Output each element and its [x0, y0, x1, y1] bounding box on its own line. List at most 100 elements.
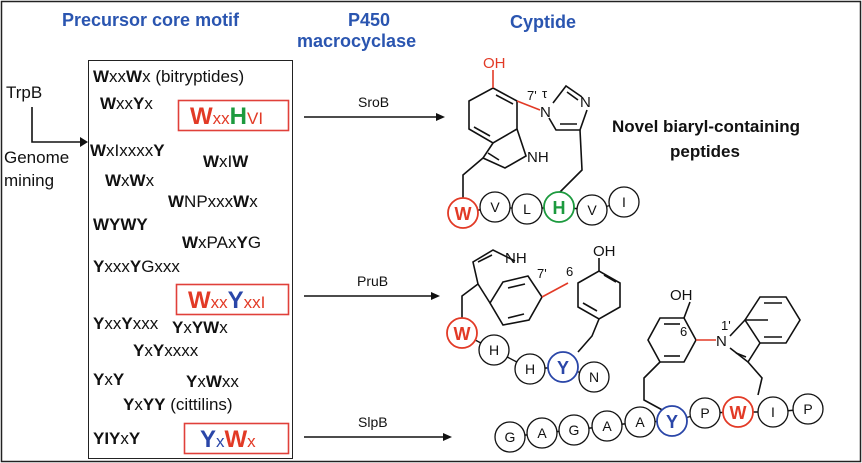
s1-db1 [495, 94, 514, 105]
enzyme-prub: PruB [357, 273, 388, 289]
s2-7prime: 7' [537, 266, 547, 281]
s2-benzene [489, 275, 543, 326]
motif-part: Y [93, 257, 105, 276]
s2-db5 [603, 274, 617, 283]
motif-part: x [144, 94, 153, 113]
s2-db2 [507, 283, 526, 289]
motif-part: x [121, 171, 130, 190]
enzyme-srob: SroB [358, 94, 389, 110]
s1-oh: OH [483, 55, 506, 72]
motif-part: x [134, 395, 143, 414]
motif-row: YxWxx [186, 372, 239, 391]
s3-n: N [716, 333, 727, 350]
motif-row: WNPxxxWx [168, 192, 258, 211]
motif-part: W [233, 192, 250, 211]
motif-part: NPxxx [184, 192, 234, 211]
highlighted-part: W [190, 103, 213, 130]
residue-label: V [587, 202, 597, 218]
residue-circle [558, 414, 590, 446]
highlighted-part: Y [200, 426, 216, 453]
motif-part: xPAx [198, 233, 237, 252]
s1-7prime: 7' [527, 88, 537, 103]
motif-part: W [90, 141, 107, 160]
residue-label: W [730, 403, 747, 423]
arrow-prub-head [431, 292, 440, 300]
motif-part: Y [186, 372, 198, 391]
highlighted-part: W [225, 426, 248, 453]
residue-label: P [803, 401, 812, 417]
highlighted-part: W [188, 287, 211, 314]
motif-part: W [126, 67, 143, 86]
highlighted-part: Y [228, 287, 244, 314]
enzyme-slpb: SlpB [358, 414, 388, 430]
motif-part: x [104, 370, 113, 389]
residue-circle [478, 334, 510, 366]
motif-row: WxxYx [100, 94, 153, 113]
motif-part: xxx [104, 257, 130, 276]
motif-rows: WxxWx (bitryptides)WxxYxWxIxxxxYWxIWWxWx… [90, 67, 261, 448]
motif-part: xxxx [164, 341, 199, 360]
highlighted-motif: WxxHVI [190, 103, 263, 130]
motif-part: xx [116, 94, 134, 113]
residue-circle [479, 191, 511, 223]
residue-circle [689, 397, 721, 429]
residue-label: A [635, 414, 645, 430]
motif-row: WxxWx (bitryptides) [93, 67, 244, 86]
highlight-box-1 [177, 99, 290, 132]
motif-row: YxxYxxx [93, 314, 159, 333]
residue-circle [608, 186, 640, 218]
motif-part: Y [121, 314, 133, 333]
residue-circle [757, 396, 789, 428]
s1-trp-ch2 [462, 157, 484, 198]
residue-circle [526, 417, 558, 449]
residue-circle [543, 191, 575, 223]
motif-part: Y [153, 141, 165, 160]
residue-circle [514, 353, 546, 385]
highlighted-part: H [230, 103, 247, 130]
s3-trp-ch2 [747, 361, 763, 396]
motif-part: xx [104, 314, 122, 333]
trpb-label: TrpB [6, 83, 42, 102]
s2-fuse [477, 283, 491, 304]
s3-tyr-ch2 [643, 361, 667, 413]
header-p450: P450 [348, 10, 390, 30]
residue-circle [624, 406, 656, 438]
structure-3: OH 6 N 1' [643, 287, 801, 413]
residue-circle [576, 194, 608, 226]
motif-row: YxYY (cittilins) [123, 395, 233, 414]
motif-part: x [197, 372, 206, 391]
s1-biaryl-bond [516, 100, 541, 111]
motif-part: x [146, 171, 155, 190]
residue-label: H [553, 198, 566, 218]
highlighted-part: xx [213, 109, 231, 128]
residue-label: N [589, 369, 599, 385]
motif-part: W [168, 192, 185, 211]
arrow-slpb-head [443, 433, 452, 441]
s3-1prime: 1' [721, 318, 731, 333]
arrow-srob-head [436, 113, 445, 121]
residue-circle [511, 193, 543, 225]
motif-part: W [232, 152, 249, 171]
s2-pyrrole [472, 249, 516, 285]
motif-row: YxYxxxx [133, 341, 199, 360]
residue-label: G [569, 422, 580, 438]
motif-part: Y [129, 429, 141, 448]
motif-part: Y [172, 318, 184, 337]
header-precursor: Precursor core motif [62, 10, 240, 30]
motif-part: W [182, 233, 199, 252]
motif-row: WxPAxYG [182, 233, 261, 252]
residue-label: G [505, 429, 516, 445]
s2-db1 [477, 254, 493, 263]
motif-part: x [183, 318, 192, 337]
highlighted-motif: YxWx [200, 426, 256, 453]
novel-label-line1: Novel biaryl-containing [612, 117, 800, 136]
s1-nh: NH [527, 149, 549, 166]
s1-imid-top [552, 84, 583, 104]
residue-label: A [537, 425, 547, 441]
motif-part: x [219, 318, 228, 337]
highlighted-part: x [216, 432, 225, 451]
